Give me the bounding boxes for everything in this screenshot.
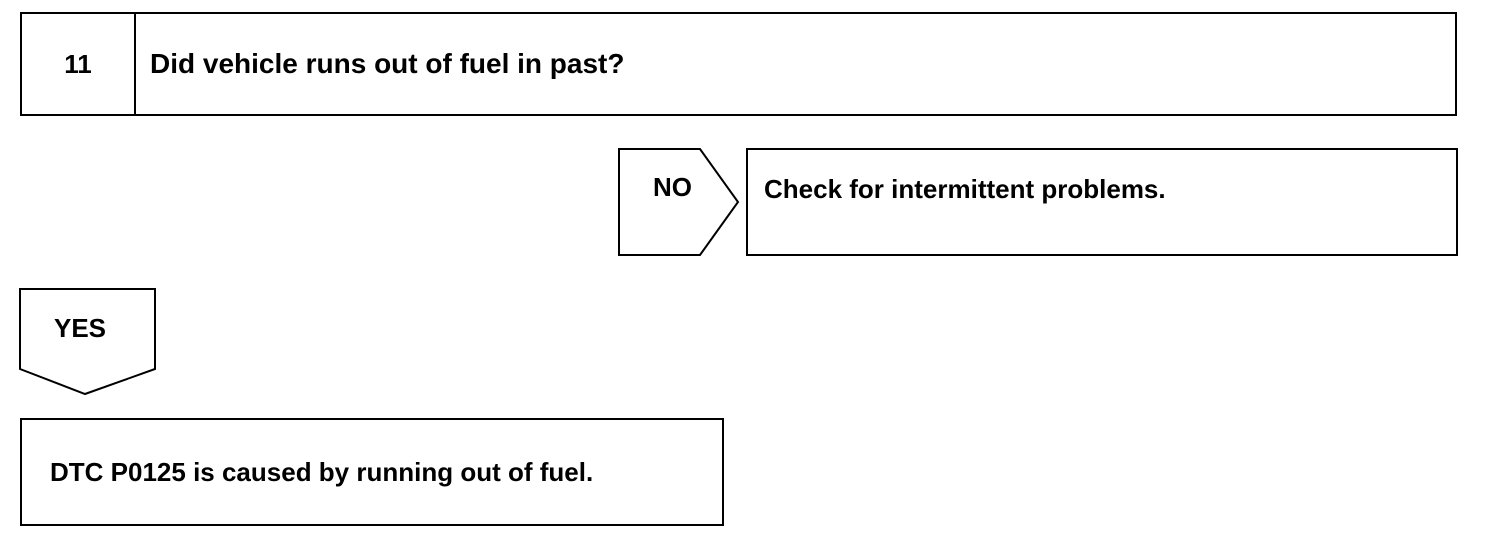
yes-label: YES (54, 313, 107, 343)
step-question-text: Did vehicle runs out of fuel in past? (150, 48, 625, 79)
final-result-text: DTC P0125 is caused by running out of fu… (50, 456, 594, 487)
no-label: NO (653, 172, 692, 202)
no-result-text: Check for intermittent problems. (764, 174, 1166, 204)
no-result-box: Check for intermittent problems. (746, 148, 1458, 256)
final-result-box: DTC P0125 is caused by running out of fu… (20, 418, 724, 526)
step-question-box: 11 Did vehicle runs out of fuel in past? (20, 12, 1457, 116)
step-number: 11 (22, 14, 136, 114)
